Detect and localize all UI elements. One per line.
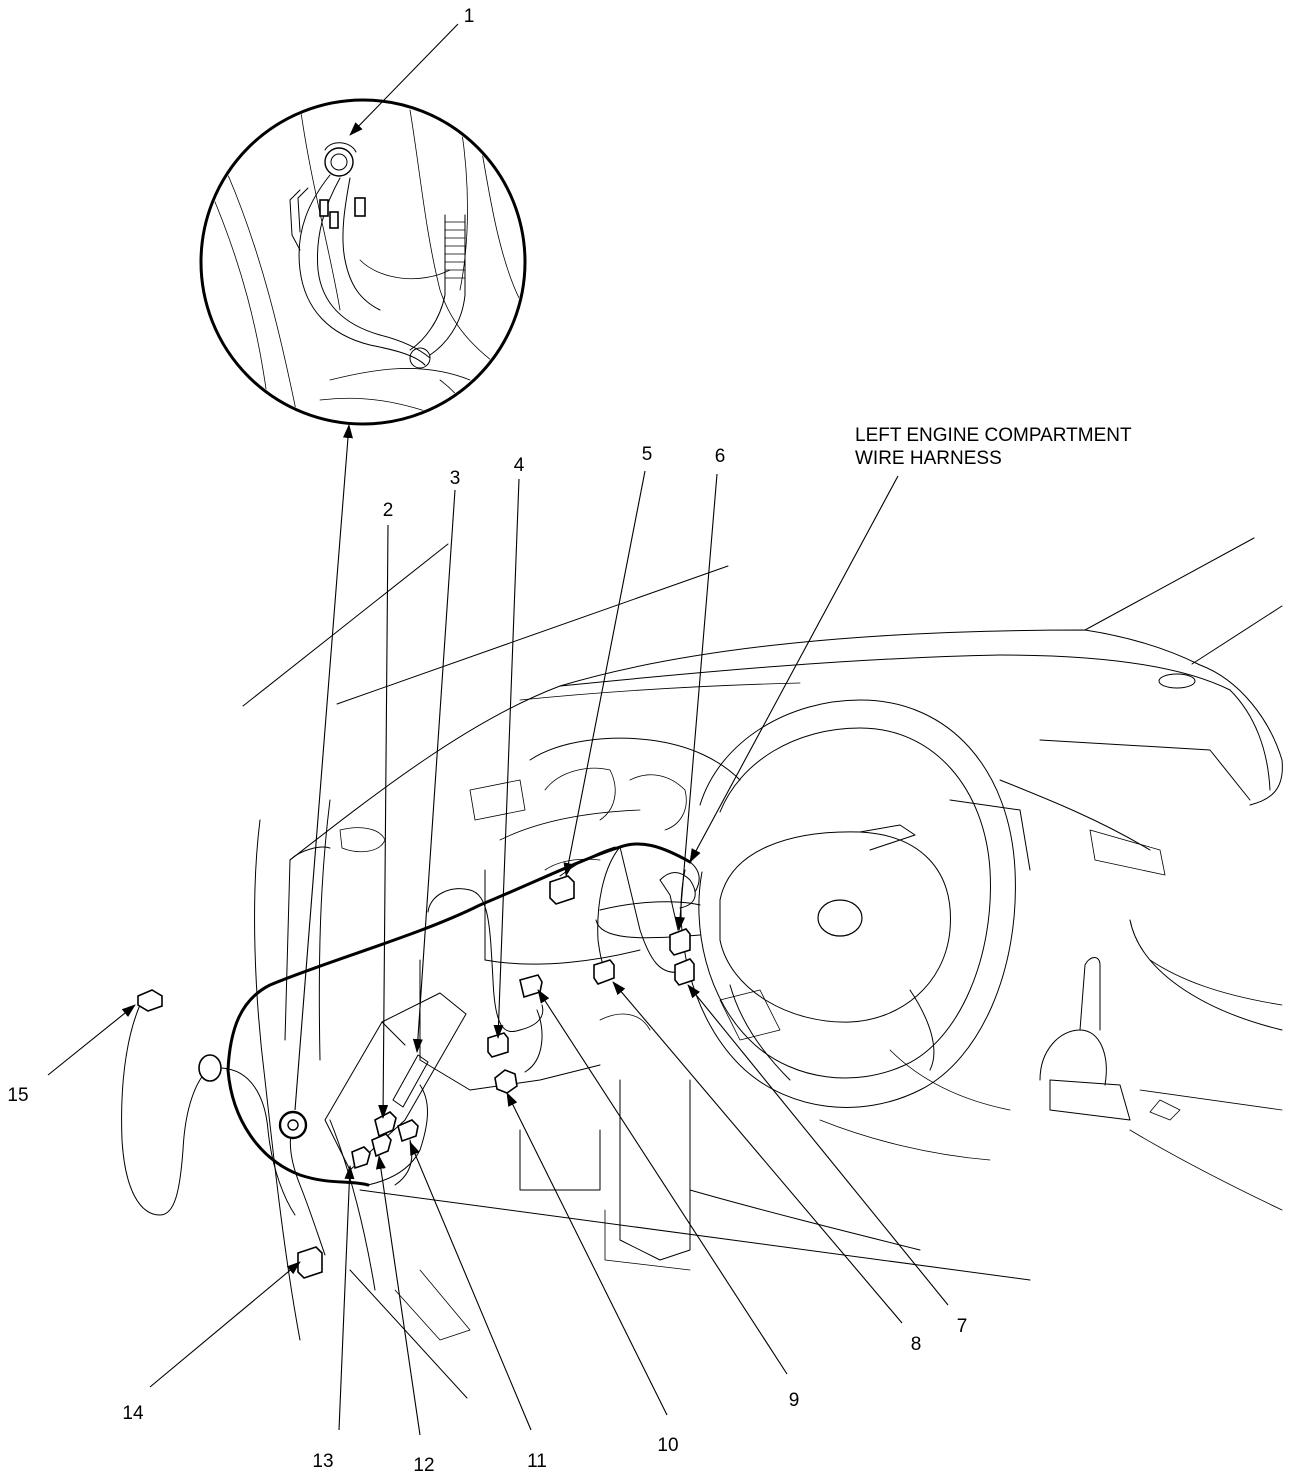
dashboard-wire-harness xyxy=(121,842,700,1256)
connectors xyxy=(137,875,695,1279)
connector-2 xyxy=(374,1111,397,1138)
connector-14 xyxy=(297,1246,323,1279)
grommet xyxy=(278,1110,308,1140)
connector-4 xyxy=(487,1032,509,1058)
dashboard-outline xyxy=(242,537,1283,1399)
connector-15 xyxy=(137,989,163,1012)
connector-7 xyxy=(674,958,695,986)
harness-label-line2: WIRE HARNESS xyxy=(855,448,1002,469)
callout-numbers: 1 2 3 4 5 6 7 8 9 10 11 12 13 14 15 xyxy=(7,6,967,1476)
callout-14: 14 xyxy=(122,1403,144,1424)
callout-8: 8 xyxy=(911,1334,922,1355)
callout-13: 13 xyxy=(312,1451,333,1472)
callout-2: 2 xyxy=(383,500,394,521)
callout-15: 15 xyxy=(7,1085,28,1106)
connector-8 xyxy=(593,959,615,985)
connector-10 xyxy=(494,1069,518,1094)
connector-5 xyxy=(549,875,575,905)
callout-5: 5 xyxy=(642,444,653,465)
callout-7: 7 xyxy=(957,1316,968,1337)
leader-lines xyxy=(47,23,949,1436)
connector-11 xyxy=(397,1119,419,1143)
connector-9 xyxy=(519,974,543,999)
under-dash-fuse-box xyxy=(324,992,467,1171)
callout-11: 11 xyxy=(527,1451,547,1472)
callout-6: 6 xyxy=(715,446,726,467)
callout-4: 4 xyxy=(514,455,525,476)
detail-inset xyxy=(199,98,527,426)
callout-12: 12 xyxy=(413,1455,434,1476)
harness-label-line1: LEFT ENGINE COMPARTMENT xyxy=(855,425,1132,446)
callout-1: 1 xyxy=(464,6,475,27)
connector-12 xyxy=(371,1133,392,1158)
connector-13 xyxy=(351,1146,371,1170)
connector-6 xyxy=(669,928,691,956)
harness-callout-label: LEFT ENGINE COMPARTMENT WIRE HARNESS xyxy=(855,425,1132,469)
callout-10: 10 xyxy=(657,1435,678,1456)
callout-3: 3 xyxy=(450,468,461,489)
callout-9: 9 xyxy=(789,1390,800,1411)
steering-wheel xyxy=(595,699,1016,1108)
